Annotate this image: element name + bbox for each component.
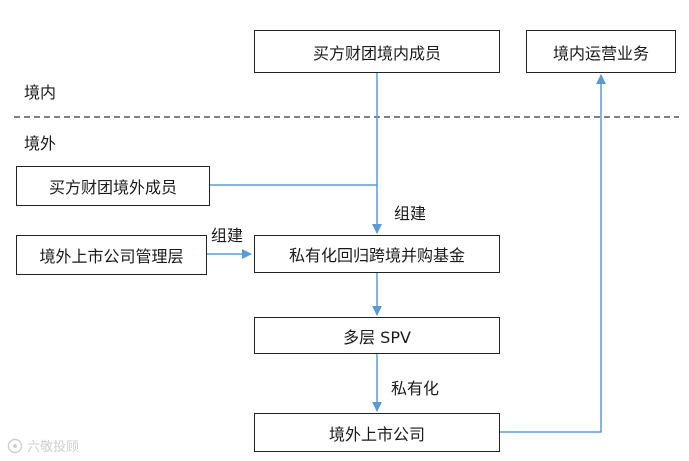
node-listed-company: 境外上市公司 xyxy=(254,413,500,452)
watermark: 六敬投顾 xyxy=(6,436,79,455)
region-label-overseas: 境外 xyxy=(24,134,57,153)
node-management: 境外上市公司管理层 xyxy=(16,235,207,275)
edge-label-form-left: 组建 xyxy=(211,226,244,245)
region-label-domestic: 境内 xyxy=(24,83,57,102)
node-spv-label: 多层 SPV xyxy=(343,327,411,347)
edge-label-privatize: 私有化 xyxy=(391,379,440,398)
node-management-label: 境外上市公司管理层 xyxy=(39,247,184,266)
edge-listed-to-domestic-ops xyxy=(500,74,606,433)
node-buyer-overseas: 买方财团境外成员 xyxy=(16,166,210,206)
node-buyer-domestic-label: 买方财团境内成员 xyxy=(312,43,441,63)
node-domestic-ops: 境内运营业务 xyxy=(526,30,676,73)
node-fund: 私有化回归跨境并购基金 xyxy=(254,235,500,273)
edge-label-form-top: 组建 xyxy=(394,204,427,223)
node-spv: 多层 SPV xyxy=(254,317,500,354)
watermark-logo-icon xyxy=(7,438,23,453)
node-listed-company-label: 境外上市公司 xyxy=(328,424,425,444)
node-domestic-ops-label: 境内运营业务 xyxy=(552,43,649,63)
node-fund-label: 私有化回归跨境并购基金 xyxy=(288,246,465,265)
node-buyer-overseas-label: 买方财团境外成员 xyxy=(48,178,177,197)
node-buyer-domestic: 买方财团境内成员 xyxy=(254,30,500,73)
watermark-text: 六敬投顾 xyxy=(27,440,80,455)
